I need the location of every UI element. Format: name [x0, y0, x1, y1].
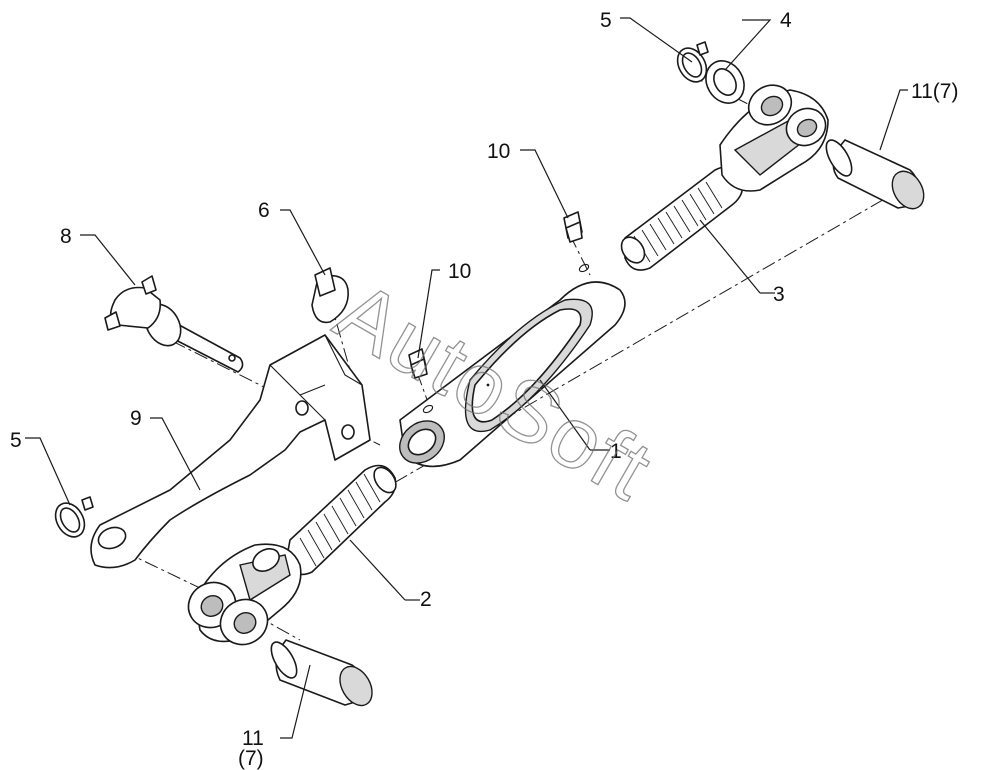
callout-9: 9 — [130, 407, 142, 430]
grease-nipple-part-10-top — [563, 211, 583, 243]
grease-nipple-part-10-mid — [408, 348, 428, 379]
threaded-yoke-end-part-2 — [187, 464, 397, 646]
callout-4: 4 — [780, 9, 792, 32]
turnbuckle-body-part-1 — [399, 263, 626, 468]
callout-5-left: 5 — [10, 429, 22, 452]
callout-8: 8 — [60, 225, 72, 248]
callout-2: 2 — [420, 588, 432, 611]
callout-11-bottom-qty: (7) — [238, 747, 264, 770]
callout-3: 3 — [773, 283, 785, 306]
washer-part-4 — [705, 60, 745, 104]
callout-11-bottom: 11 — [242, 727, 264, 750]
callout-leader-lines — [25, 17, 908, 739]
callout-5-top: 5 — [600, 9, 612, 32]
callout-1: 1 — [610, 440, 622, 463]
locking-pin-part-8 — [104, 275, 244, 373]
lynch-pin-part-6 — [311, 267, 349, 324]
clevis-pin-part-11-lower — [270, 639, 373, 707]
callout-labels: 1 2 3 4 5 5 6 8 9 10 10 11(7) 11 (7) — [10, 9, 958, 770]
clevis-pin-part-11-upper — [825, 139, 925, 210]
circlip-part-5-left — [54, 496, 94, 538]
callout-10-top: 10 — [487, 140, 510, 163]
callout-11-top: 11(7) — [911, 80, 958, 103]
callout-10-mid: 10 — [448, 260, 471, 283]
link-bracket-part-9 — [90, 334, 371, 569]
callout-6: 6 — [258, 199, 270, 222]
threaded-yoke-end-part-3 — [620, 84, 829, 271]
